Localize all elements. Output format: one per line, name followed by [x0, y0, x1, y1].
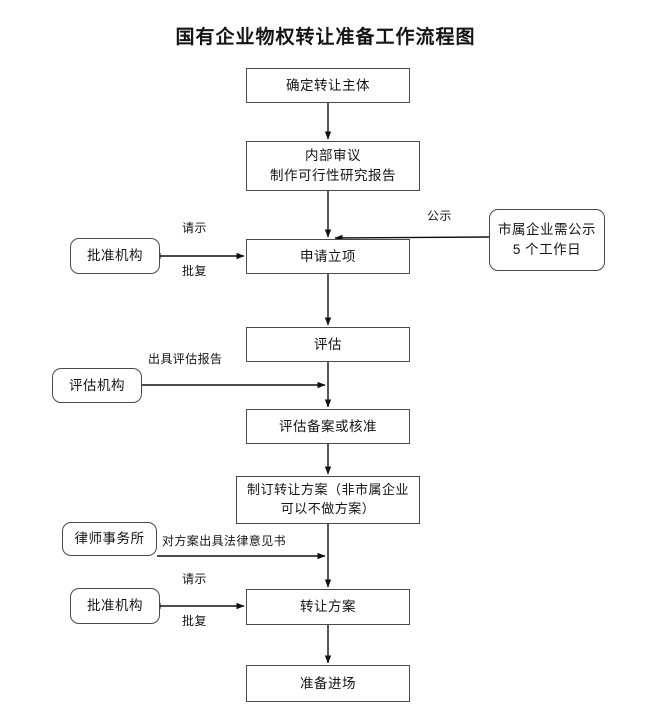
edge-label-request-bottom: 请示 — [182, 572, 207, 586]
node-make-transfer-plan-label-line2: 可以不做方案） — [280, 501, 376, 516]
node-determine-subject[interactable]: 确定转让主体 — [246, 68, 410, 103]
node-transfer-plan[interactable]: 转让方案 — [246, 589, 410, 625]
node-apply-project[interactable]: 申请立项 — [246, 239, 410, 274]
node-apply-project-label: 申请立项 — [300, 248, 356, 264]
node-prepare-entry[interactable]: 准备进场 — [246, 665, 410, 702]
edge-label-legal-opinion: 对方案出具法律意见书 — [162, 534, 287, 548]
node-internal-review[interactable]: 内部审议 制作可行性研究报告 — [246, 141, 420, 191]
node-internal-review-label-line1: 内部审议 — [305, 148, 361, 164]
edge-label-publicity: 公示 — [427, 209, 452, 223]
node-approval-org-bottom[interactable]: 批准机构 — [70, 588, 160, 624]
node-internal-review-label-line2: 制作可行性研究报告 — [270, 168, 396, 183]
edge-label-reply-top: 批复 — [182, 264, 207, 278]
node-assessment-label: 评估 — [314, 336, 342, 352]
node-assessment-org[interactable]: 评估机构 — [52, 368, 142, 403]
edge-label-request-top: 请示 — [182, 221, 207, 235]
node-assessment-record-label: 评估备案或核准 — [279, 418, 377, 434]
node-prepare-entry-label: 准备进场 — [300, 675, 356, 691]
node-determine-subject-label: 确定转让主体 — [286, 77, 370, 93]
node-make-transfer-plan-label-line1: 制订转让方案（非市属企业 — [246, 482, 409, 498]
node-assessment[interactable]: 评估 — [246, 327, 410, 362]
node-law-firm[interactable]: 律师事务所 — [62, 522, 157, 556]
node-city-enterprise-publicity[interactable]: 市属企业需公示 5 个工作日 — [489, 209, 605, 271]
node-approval-org-top-label: 批准机构 — [87, 248, 143, 264]
node-law-firm-label: 律师事务所 — [74, 531, 145, 547]
node-approval-org-top[interactable]: 批准机构 — [70, 238, 160, 274]
edge-publicity-to-apply — [334, 234, 490, 242]
node-assessment-org-label: 评估机构 — [69, 377, 125, 393]
edge-label-issue-assessment-report: 出具评估报告 — [148, 352, 223, 366]
edge-label-reply-bottom: 批复 — [182, 614, 207, 628]
page-title: 国有企业物权转让准备工作流程图 — [175, 27, 476, 48]
node-make-transfer-plan[interactable]: 制订转让方案（非市属企业 可以不做方案） — [236, 476, 420, 524]
node-transfer-plan-label: 转让方案 — [300, 599, 356, 615]
node-approval-org-bottom-label: 批准机构 — [87, 598, 143, 614]
node-assessment-record[interactable]: 评估备案或核准 — [246, 409, 410, 444]
node-city-enterprise-label-line1: 市属企业需公示 — [498, 222, 596, 238]
node-city-enterprise-label-line2: 5 个工作日 — [512, 242, 582, 257]
